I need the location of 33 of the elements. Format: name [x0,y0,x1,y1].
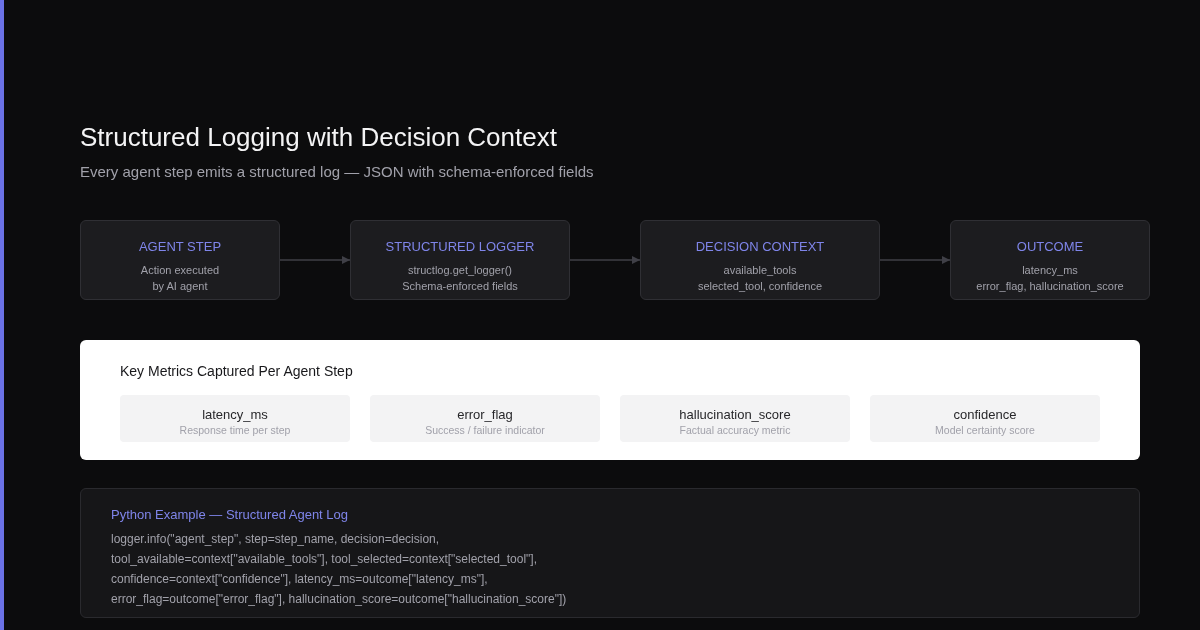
metric-name: confidence [953,407,1017,423]
arrow [279,256,351,264]
subtitle: Every agent step emits a structured log — JSON with schema-enforced fields [80,162,594,182]
process-box [640,220,880,300]
process-box [350,220,570,300]
node-text: structlog.get_logger() [408,263,512,278]
node-text: latency_ms [1022,263,1078,278]
code-title: Python Example — Structured Agent Log [111,507,349,523]
panel-title: Key Metrics Captured Per Agent Step [120,362,353,380]
metric-description: Success / failure indicator [425,423,545,437]
node-title: DECISION CONTEXT [695,239,825,255]
node-title: STRUCTURED LOGGER [385,239,535,255]
node-text: selected_tool, confidence [697,279,823,294]
process-box [950,220,1150,300]
node-text: error_flag, hallucination_score [976,279,1124,294]
node-text: Action executed by AI agent [139,263,221,294]
metric-name: latency_ms [202,407,268,423]
metric-name: hallucination_score [679,407,791,423]
metric-description: Factual accuracy metric [679,423,791,437]
metric-description: Model certainty score [935,423,1035,437]
arrow [569,256,641,264]
node-text: available_tools [723,263,797,278]
node-title: AGENT STEP [138,239,222,255]
node-text: Schema-enforced fields [402,279,518,294]
arrow [879,256,951,264]
process-box [80,220,280,300]
metric-description: Response time per step [179,423,291,437]
code-snippet: logger.info("agent_step", step=step_name, decision=decision, tool_available=context["available_tools"], tool_selected=context["selected_tool"], confidence=context["confidence"], latency_ms=outcome["latency_ms"], error_flag=outcome["error_flag"], hallucination_score=outcome["hallucination_score"]) [111,531,568,608]
node-title: OUTCOME [1016,239,1084,255]
code-panel [80,488,1140,618]
metrics-panel [80,340,1140,460]
page-title: Structured Logging with Decision Context [80,121,557,153]
metric-name: error_flag [457,407,513,423]
